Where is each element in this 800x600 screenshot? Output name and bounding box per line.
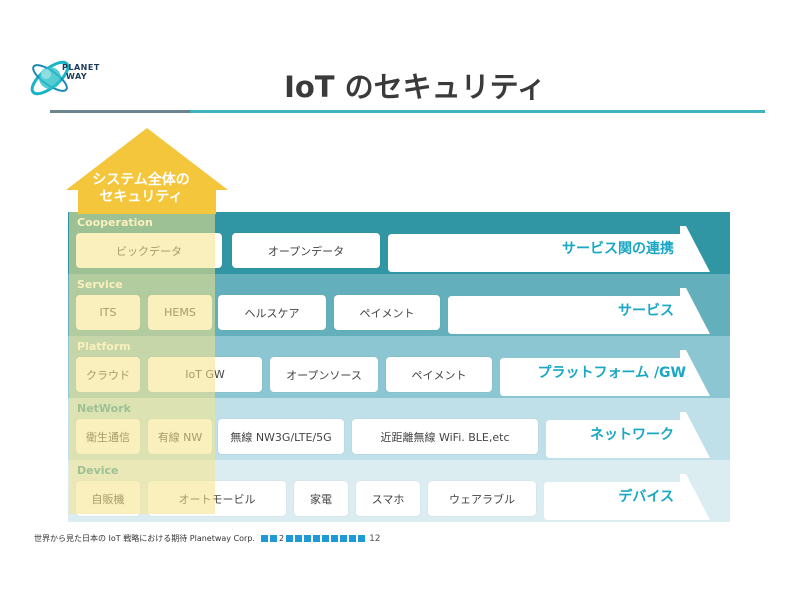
item-box: スマホ [356, 481, 420, 516]
arrow-label: デバイス [618, 489, 674, 505]
progress-square [295, 535, 303, 542]
up-arrow-icon [66, 128, 228, 214]
title-divider-accent [50, 110, 190, 113]
layer-label: NetWork [77, 402, 131, 415]
progress-square [340, 535, 348, 542]
system-security-label: システム全体の セキュリティ [66, 172, 216, 206]
item-box: HEMS [148, 295, 212, 330]
progress-square [313, 535, 321, 542]
logo-text-line2: WAY [66, 72, 88, 81]
logo-text: PLANET WAY [62, 63, 100, 81]
progress-square [322, 535, 330, 542]
system-security-label-line2: セキュリティ [99, 189, 183, 205]
item-box: オープンソース [270, 357, 378, 392]
layer-platform: Platform クラウド IoT GW オープンソース ペイメント プラットフ… [68, 336, 730, 398]
item-box: 自販機 [76, 481, 140, 516]
planet-logo-icon [30, 60, 70, 96]
item-box: オープンデータ [232, 233, 380, 268]
item-box: IoT GW [148, 357, 262, 392]
layer-label: Platform [77, 340, 131, 353]
item-box: 衛生通信 [76, 419, 140, 454]
progress-square: 2 [278, 534, 285, 543]
layer-arrow: サービス [448, 288, 710, 334]
item-box: 近距離無線 WiFi. BLE,etc [352, 419, 538, 454]
item-box: クラウド [76, 357, 140, 392]
layer-label: Cooperation [77, 216, 153, 229]
layer-cooperation: Cooperation ビックデータ オープンデータ サービス関の連携 [68, 212, 730, 274]
page-title: IoT のセキュリティ [284, 70, 546, 104]
progress-square [269, 535, 277, 542]
item-box: ヘルスケア [218, 295, 326, 330]
planetway-logo [28, 40, 118, 110]
item-box: ビックデータ [76, 233, 222, 268]
layer-device: Device 自販機 オートモービル 家電 スマホ ウェアラブル デバイス [68, 460, 730, 522]
footer-text: 世界から見た日本の IoT 戦略における期待 Planetway Corp. [34, 534, 255, 543]
progress-square [331, 535, 339, 542]
logo-text-line1: PLANET [62, 63, 100, 72]
item-box: 有線 NW [148, 419, 212, 454]
item-box: オートモービル [148, 481, 286, 516]
layer-arrow: プラットフォーム /GW [500, 350, 710, 396]
arrow-label: ネットワーク [590, 427, 674, 443]
page-number: 12 [369, 533, 381, 544]
title-divider [50, 110, 765, 113]
progress-square [260, 535, 268, 542]
layer-network: NetWork 衛生通信 有線 NW 無線 NW3G/LTE/5G 近距離無線 … [68, 398, 730, 460]
item-box: ITS [76, 295, 140, 330]
layer-service: Service ITS HEMS ヘルスケア ペイメント サービス [68, 274, 730, 336]
layer-label: Service [77, 278, 123, 291]
progress-square [349, 535, 357, 542]
progress-square [358, 535, 366, 542]
system-security-label-line1: システム全体の [92, 172, 190, 188]
progress-square [286, 535, 294, 542]
layer-arrow: デバイス [544, 474, 710, 520]
arrow-label: プラットフォーム /GW [537, 365, 686, 381]
layer-arrow: ネットワーク [546, 412, 710, 458]
arrow-label: サービス [618, 303, 674, 319]
item-box: ウェアラブル [428, 481, 536, 516]
item-box: ペイメント [386, 357, 492, 392]
progress-square [304, 535, 312, 542]
layer-arrow: サービス関の連携 [388, 226, 710, 272]
footer: 世界から見た日本の IoT 戦略における期待 Planetway Corp. 2… [34, 533, 381, 544]
item-box: 無線 NW3G/LTE/5G [218, 419, 344, 454]
item-box: 家電 [294, 481, 348, 516]
item-box: ペイメント [334, 295, 440, 330]
layer-label: Device [77, 464, 119, 477]
arrow-label: サービス関の連携 [562, 241, 674, 257]
